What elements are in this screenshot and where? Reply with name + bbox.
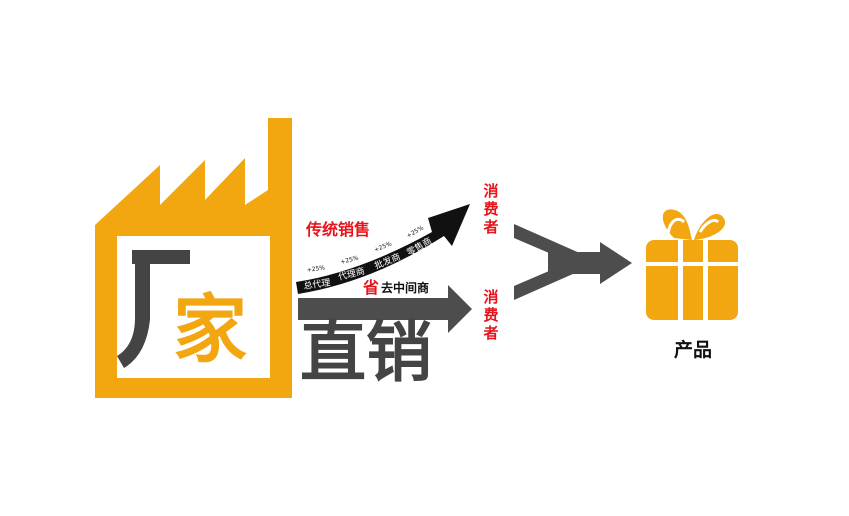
consumer-bottom-char-1: 消 — [483, 288, 498, 306]
stage-1-name: 总代理 — [303, 276, 331, 292]
consumer-bottom-char-2: 费 — [483, 306, 498, 324]
factory-char-jia: 家 — [173, 287, 247, 373]
consumer-bottom-char-3: 者 — [483, 324, 498, 342]
consumer-bottom: 消 费 者 — [483, 288, 498, 342]
consumer-top-char-1: 消 — [483, 182, 498, 200]
gift-icon — [646, 209, 738, 320]
product-label: 产品 — [674, 338, 712, 361]
consumer-top: 消 费 者 — [483, 182, 498, 236]
traditional-sales-arrow — [296, 204, 470, 294]
consumer-top-char-3: 者 — [483, 218, 498, 236]
remove-middleman-text: 去中间商 — [381, 280, 429, 295]
stage-1-markup: +25% — [306, 264, 325, 274]
direct-sale-label: 直销 — [300, 314, 432, 391]
chevron-arrow — [514, 224, 632, 300]
gift-bow — [662, 209, 692, 240]
stage-3-markup: +25% — [373, 240, 393, 253]
stage-2-markup: +25% — [340, 255, 360, 266]
consumer-top-char-2: 费 — [483, 200, 498, 218]
save-mark: 省 — [362, 278, 379, 297]
gift-box — [646, 240, 738, 320]
factory-char-chang — [117, 250, 190, 368]
direct-sales-arrow — [298, 285, 472, 333]
traditional-sales-title: 传统销售 — [305, 220, 370, 239]
stage-3-name: 批发商 — [373, 251, 403, 272]
